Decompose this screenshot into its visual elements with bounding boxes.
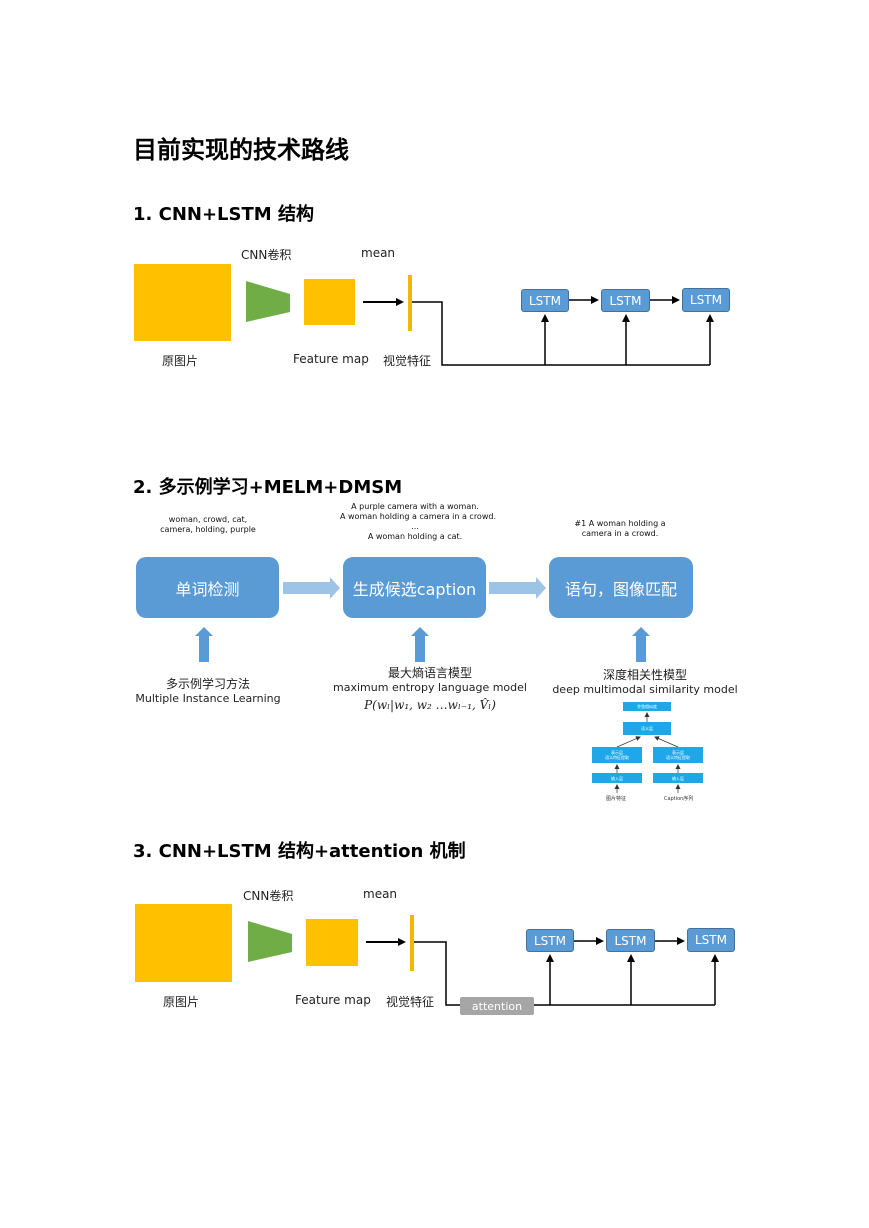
up-arrow bbox=[632, 627, 650, 662]
feature-map-block bbox=[306, 919, 358, 966]
net-right-representation-box: 表示层语义特征提取 bbox=[653, 747, 703, 763]
original-image-label: 原图片 bbox=[162, 354, 199, 368]
melm-label: 最大熵语言模型 maximum entropy language model P… bbox=[333, 666, 527, 712]
net-left-caption: 图片特征 bbox=[606, 796, 627, 802]
cnn-label: CNN卷积 bbox=[241, 248, 292, 262]
feature-connector bbox=[414, 941, 460, 1006]
flow-arrow bbox=[283, 577, 340, 599]
lstm-cell: LSTM bbox=[682, 288, 730, 312]
attention-box: attention bbox=[460, 997, 534, 1015]
feature-map-label: Feature map bbox=[295, 993, 371, 1007]
feature-connector bbox=[412, 301, 710, 366]
net-semantic-box: 语义层 bbox=[623, 722, 671, 735]
visual-feature-bar bbox=[410, 915, 414, 971]
word-detection-box: 单词检测 bbox=[136, 557, 279, 618]
detected-words: woman, crowd, cat, camera, holding, purp… bbox=[160, 515, 256, 534]
cnn-label: CNN卷积 bbox=[243, 889, 294, 903]
up-arrow bbox=[411, 627, 429, 662]
cnn-trapezoid bbox=[246, 281, 290, 322]
net-cosine-box: 余弦相似度 bbox=[623, 702, 671, 711]
original-image-block bbox=[135, 904, 232, 982]
page-title: 目前实现的技术路线 bbox=[133, 136, 349, 164]
net-left-input-box: 输入层 bbox=[592, 773, 642, 783]
original-image-block bbox=[134, 264, 231, 341]
lstm-cell: LSTM bbox=[521, 289, 569, 312]
original-image-label: 原图片 bbox=[163, 995, 200, 1009]
cnn-trapezoid bbox=[248, 921, 292, 962]
candidate-captions: A purple camera with a woman. A woman ho… bbox=[340, 502, 496, 541]
net-right-input-box: 输入层 bbox=[653, 773, 703, 783]
visual-feature-bar bbox=[408, 275, 412, 331]
section-3-heading: 3. CNN+LSTM 结构+attention 机制 bbox=[133, 841, 466, 862]
mean-label: mean bbox=[361, 246, 396, 260]
up-arrow bbox=[195, 627, 213, 662]
lstm-cell: LSTM bbox=[601, 289, 650, 312]
section-2-heading: 2. 多示例学习+MELM+DMSM bbox=[133, 477, 403, 498]
mean-label: mean bbox=[363, 887, 398, 901]
lstm-cell: LSTM bbox=[526, 929, 574, 952]
sentence-image-matching-box: 语句，图像匹配 bbox=[549, 557, 693, 618]
visual-feature-label: 视觉特征 bbox=[383, 354, 432, 368]
flow-arrow bbox=[489, 577, 546, 599]
feature-map-label: Feature map bbox=[293, 352, 369, 366]
section-1-heading: 1. CNN+LSTM 结构 bbox=[133, 204, 314, 225]
mil-label: 多示例学习方法 Multiple Instance Learning bbox=[135, 677, 281, 705]
caption-generation-box: 生成候选caption bbox=[343, 557, 486, 618]
best-caption: #1 A woman holding a camera in a crowd. bbox=[574, 519, 666, 538]
feature-map-block bbox=[304, 279, 355, 325]
net-right-caption: Caption序列 bbox=[664, 796, 694, 802]
lstm-cell: LSTM bbox=[687, 928, 735, 952]
dmsm-label: 深度相关性模型 deep multimodal similarity model bbox=[552, 668, 738, 696]
lstm-cell: LSTM bbox=[606, 929, 655, 952]
visual-feature-label: 视觉特征 bbox=[386, 995, 435, 1009]
net-left-representation-box: 表示层语义特征提取 bbox=[592, 747, 642, 763]
